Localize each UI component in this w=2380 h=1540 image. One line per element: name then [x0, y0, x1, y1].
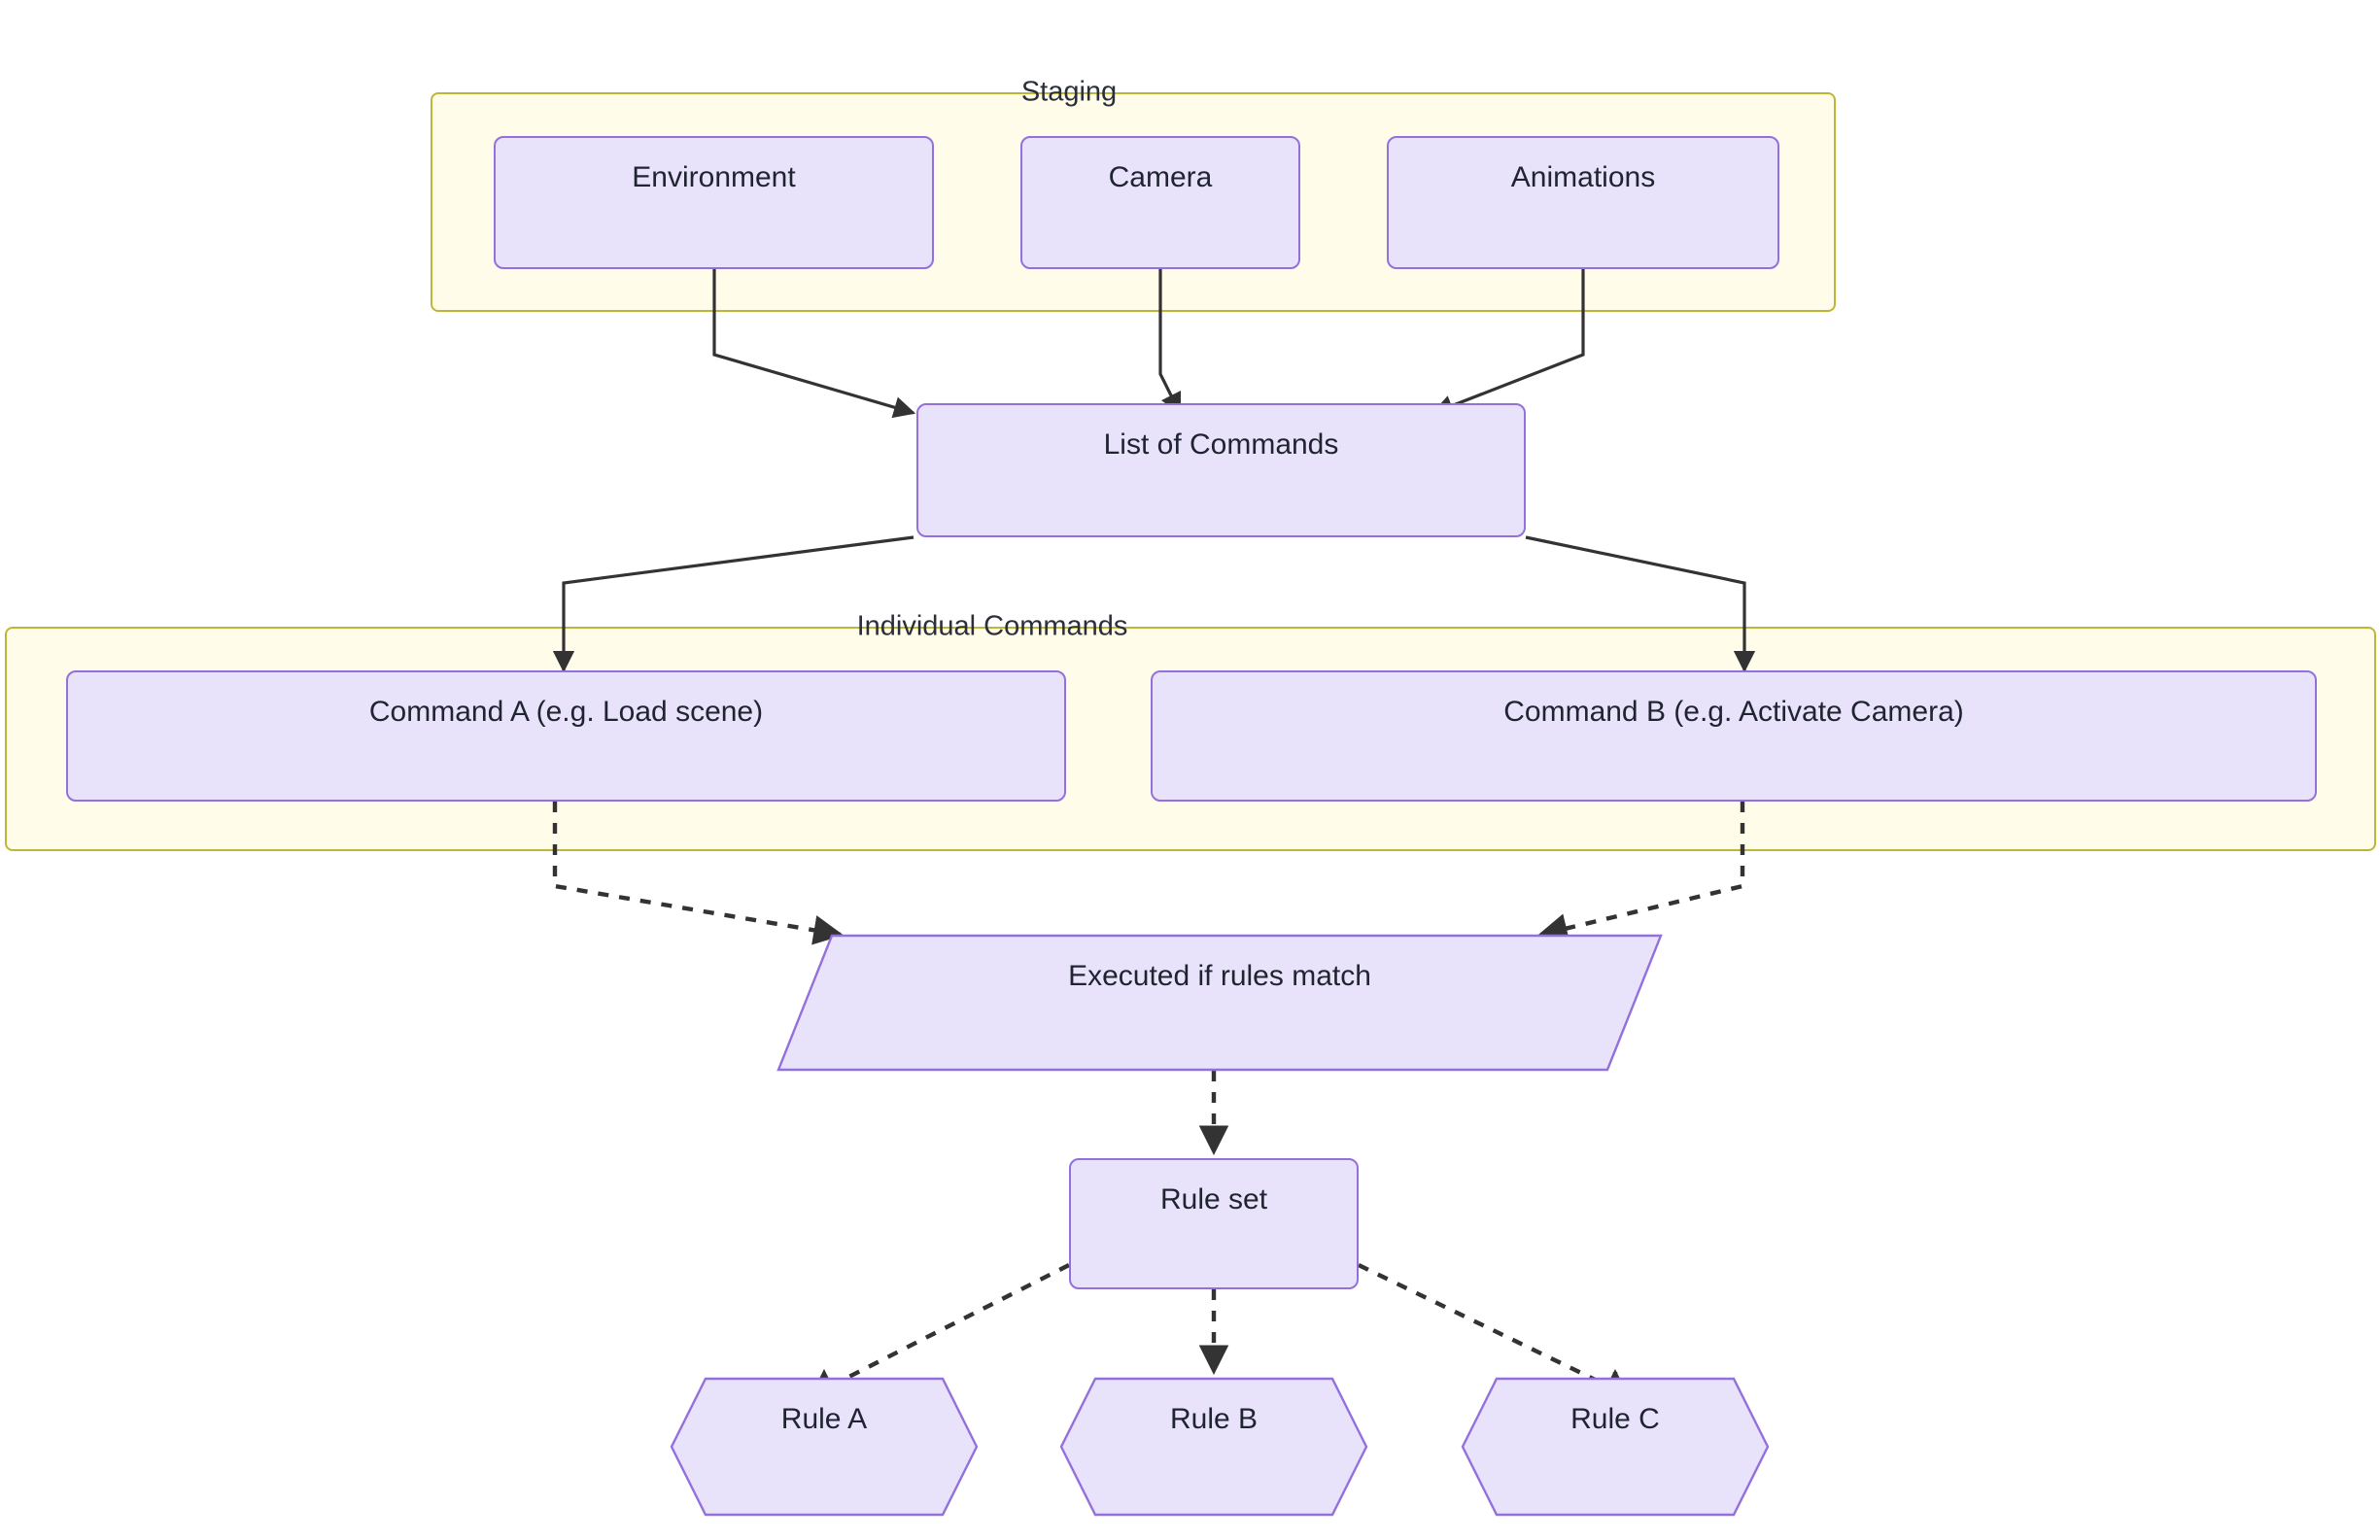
cluster-staging-label: Staging [1020, 76, 1118, 108]
node-command-b-label: Command B (e.g. Activate Camera) [1503, 696, 1964, 728]
node-camera-label: Camera [1108, 161, 1213, 193]
node-rule-set-label: Rule set [1159, 1183, 1268, 1215]
hexagon-shape [670, 1377, 979, 1517]
cluster-individual-commands-label: Individual Commands [856, 610, 1128, 642]
node-environment[interactable]: Environment [494, 136, 934, 269]
hexagon-shape [1461, 1377, 1770, 1517]
node-command-a-label: Command A (e.g. Load scene) [368, 696, 764, 728]
node-camera[interactable]: Camera [1020, 136, 1300, 269]
node-list-of-commands-label: List of Commands [1103, 428, 1339, 461]
node-rule-c[interactable]: Rule C [1461, 1377, 1770, 1517]
node-rule-a[interactable]: Rule A [670, 1377, 979, 1517]
node-command-b[interactable]: Command B (e.g. Activate Camera) [1151, 670, 2317, 802]
node-environment-label: Environment [632, 161, 796, 193]
node-executed-if-rules-match[interactable]: Executed if rules match [776, 934, 1663, 1072]
node-rule-a-label: Rule A [780, 1403, 868, 1435]
node-animations[interactable]: Animations [1387, 136, 1779, 269]
edge-rule-set-to-rule-c [1358, 1263, 1631, 1399]
edge-rule-set-to-rule-a [809, 1263, 1070, 1399]
node-rule-b-label: Rule B [1169, 1403, 1259, 1435]
node-rule-b[interactable]: Rule B [1059, 1377, 1368, 1517]
node-executed-if-rules-match-label: Executed if rules match [1068, 960, 1371, 992]
node-command-a[interactable]: Command A (e.g. Load scene) [66, 670, 1066, 802]
node-list-of-commands[interactable]: List of Commands [916, 403, 1526, 537]
parallelogram-shape [776, 934, 1663, 1072]
hexagon-shape [1059, 1377, 1368, 1517]
node-rule-set[interactable]: Rule set [1069, 1158, 1359, 1289]
node-rule-c-label: Rule C [1570, 1403, 1660, 1435]
node-animations-label: Animations [1510, 161, 1656, 193]
